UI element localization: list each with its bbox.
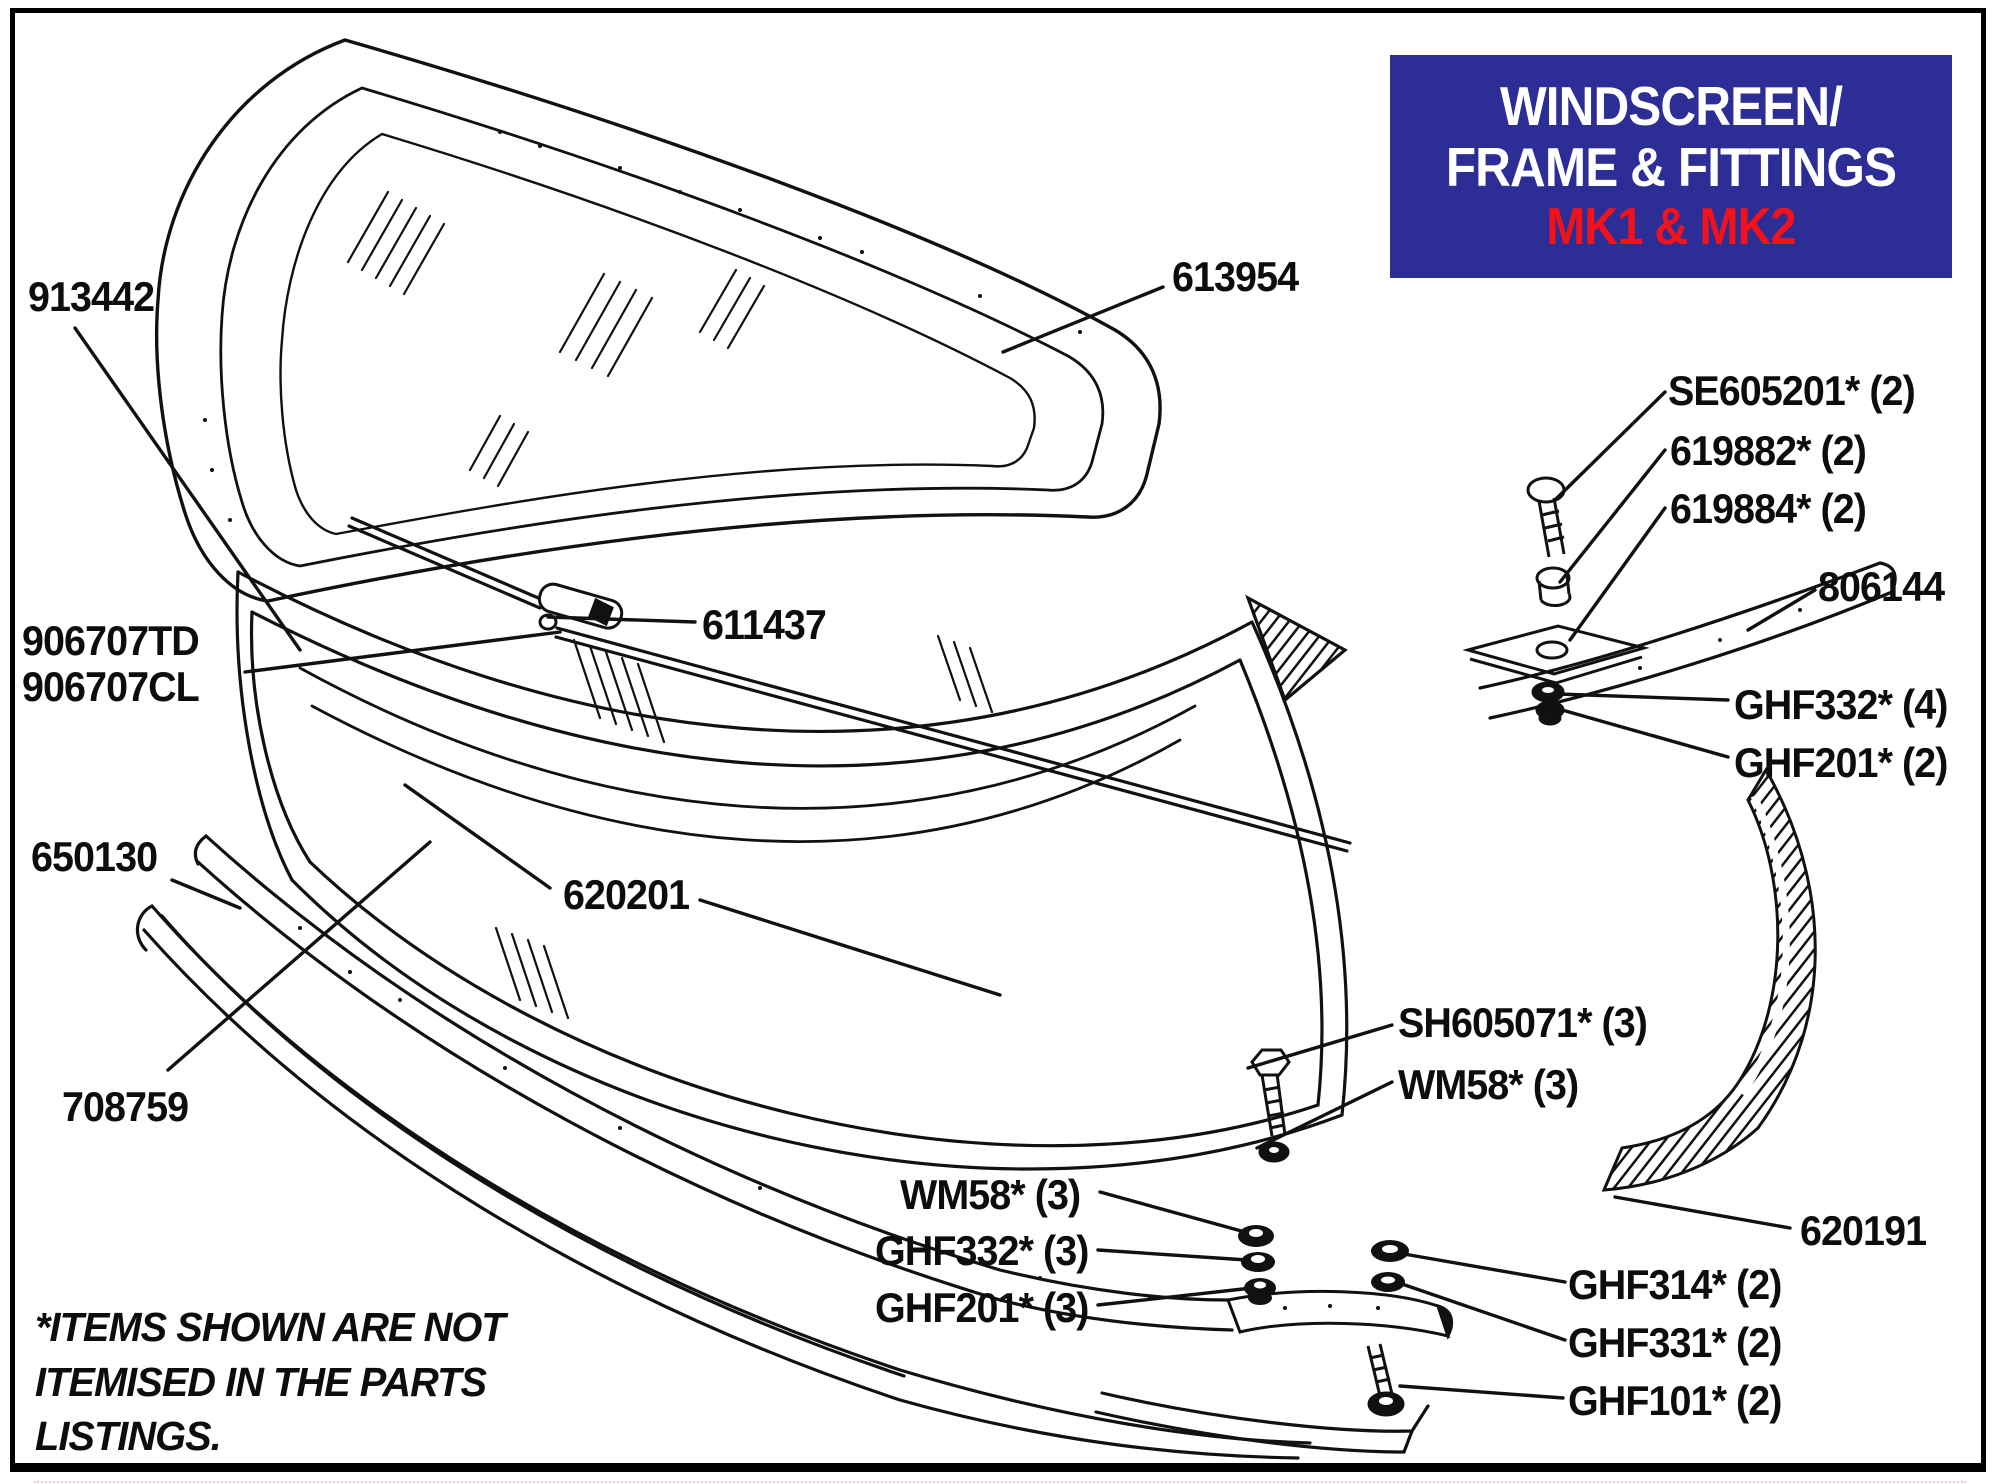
part-label-806144: 806144 [1818, 563, 1945, 610]
part-label-sh605071: SH605071* (3) [1398, 999, 1648, 1046]
part-label-ghf201-2: GHF201* (2) [1734, 739, 1948, 786]
trim-620191 [1601, 767, 1817, 1192]
clamp-611437 [537, 582, 624, 631]
part-label-620201: 620201 [563, 871, 690, 918]
title-box: WINDSCREEN/ FRAME & FITTINGS MK1 & MK2 [1390, 55, 1952, 278]
strip-806144 [1478, 561, 1897, 720]
washer-ghf314 [1371, 1240, 1409, 1262]
part-label-611437: 611437 [702, 601, 827, 648]
frame-stipple [203, 130, 1082, 522]
part-label-906707cl: 906707CL [22, 663, 200, 710]
washer-stack-wm58-ghf332-ghf201 [1238, 1225, 1276, 1305]
title-line-3: MK1 & MK2 [1546, 198, 1796, 257]
part-label-ghf332-3: GHF332* (3) [875, 1227, 1089, 1274]
footnote-line-2: ITEMISED IN THE PARTS [35, 1358, 487, 1405]
packing-assembly-right [1462, 476, 1650, 726]
part-label-619882: 619882* (2) [1670, 427, 1867, 474]
lower-glass-hatch [494, 634, 994, 1020]
part-label-wm58-left: WM58* (3) [900, 1171, 1081, 1218]
title-line-2: FRAME & FITTINGS [1445, 135, 1897, 198]
bottom-dotted-line [34, 1481, 1966, 1483]
part-label-906707td: 906707TD [22, 617, 200, 664]
top-glass-hatch [346, 190, 766, 488]
part-label-ghf331: GHF331* (2) [1568, 1319, 1782, 1366]
part-label-ghf332-4: GHF332* (4) [1734, 681, 1948, 728]
part-label-se605201: SE605201* (2) [1668, 367, 1916, 414]
part-label-ghf101: GHF101* (2) [1568, 1377, 1782, 1424]
strip-650130 [193, 834, 1234, 1332]
part-label-708759: 708759 [62, 1083, 189, 1130]
lower-windscreen-assembly [235, 516, 1352, 1171]
part-label-619884: 619884* (2) [1670, 485, 1867, 532]
top-frame-613954 [154, 38, 1162, 603]
footnote: *ITEMS SHOWN ARE NOT ITEMISED IN THE PAR… [35, 1300, 506, 1464]
footnote-line-3: LISTINGS. [35, 1413, 222, 1460]
part-label-wm58-right: WM58* (3) [1398, 1061, 1579, 1108]
part-label-ghf201-3: GHF201* (3) [875, 1284, 1089, 1331]
part-label-620191: 620191 [1800, 1207, 1927, 1254]
footnote-line-1: *ITEMS SHOWN ARE NOT [35, 1304, 506, 1350]
bolt-ghf101 [1366, 1343, 1405, 1417]
part-label-613954: 613954 [1172, 253, 1299, 300]
bottom-strip-end [1094, 1391, 1430, 1454]
part-label-913442: 913442 [28, 273, 155, 320]
part-label-ghf314: GHF314* (2) [1568, 1261, 1782, 1308]
title-line-1: WINDSCREEN/ [1499, 74, 1843, 137]
support-bracket [1225, 1289, 1454, 1340]
glazing-corner [1245, 594, 1348, 703]
leader-lines [73, 285, 1817, 1400]
strip-708759 [135, 904, 1312, 1460]
washer-ghf331 [1371, 1272, 1405, 1292]
part-label-650130: 650130 [31, 833, 158, 880]
